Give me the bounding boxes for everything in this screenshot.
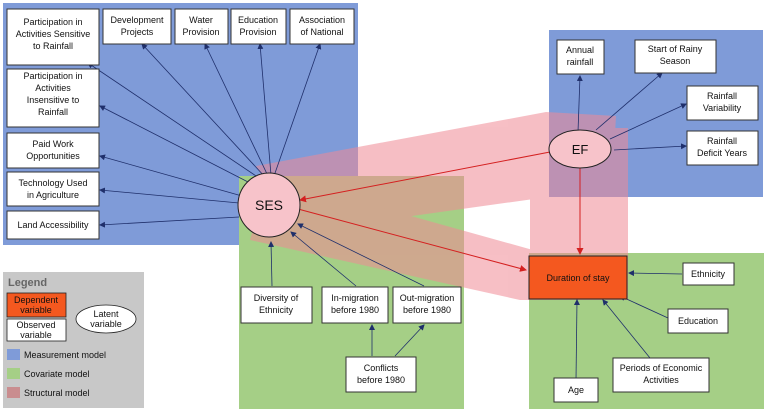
- duration-covariate-arrows: [573, 270, 683, 381]
- node-participation-sensitive: Participation in Activities Sensitive to R…: [6, 8, 100, 66]
- ses-covariate-arrows: [268, 223, 425, 357]
- ses-measurement-arrows: [87, 43, 322, 228]
- svg-text:Land Accessibility: Land Accessibility: [17, 220, 89, 230]
- svg-text:Measurement model: Measurement model: [24, 350, 106, 360]
- ef-measurement-arrows: [576, 72, 687, 151]
- structural-arrows: [297, 151, 584, 272]
- node-land-accessibility: Land Accessibility: [6, 210, 100, 240]
- legend-covariate-model: Covariate model: [7, 368, 90, 379]
- svg-text:Structural model: Structural model: [24, 388, 90, 398]
- node-line: Participation in: [23, 17, 82, 27]
- legend-title: Legend: [8, 277, 47, 289]
- node-ef-latent: EF: [548, 129, 612, 169]
- svg-text:SES: SES: [255, 197, 283, 213]
- svg-text:Duration of stay: Duration of stay: [546, 273, 610, 283]
- node-ses-latent: SES: [237, 172, 301, 238]
- node-line: to Rainfall: [33, 41, 73, 51]
- legend-structural-model: Structural model: [7, 387, 90, 398]
- svg-text:Age: Age: [568, 385, 584, 395]
- node-education: Education: [667, 308, 729, 334]
- svg-text:Covariate model: Covariate model: [24, 369, 90, 379]
- node-duration-of-stay: Duration of stay: [528, 255, 628, 300]
- svg-text:Education: Education: [678, 316, 718, 326]
- node-line: Activities Sensitive: [16, 29, 91, 39]
- node-age: Age: [553, 377, 599, 403]
- svg-text:EF: EF: [572, 142, 589, 157]
- svg-text:Ethnicity: Ethnicity: [691, 269, 726, 279]
- node-ethnicity: Ethnicity: [682, 262, 735, 286]
- legend-measurement-model: Measurement model: [7, 349, 106, 360]
